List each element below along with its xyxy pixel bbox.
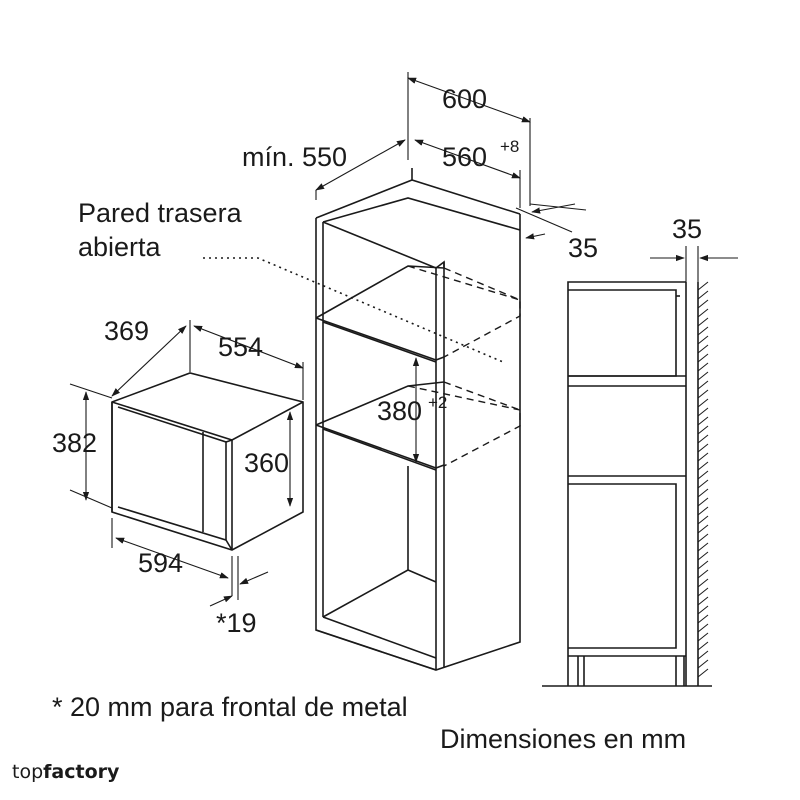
wall-hatch-line [697,524,709,534]
tall-cabinet [203,168,521,671]
dim-560: 560 +8 [414,137,521,208]
wall-hatch-line [697,551,709,561]
wall-hatch-line [697,461,709,471]
wall-hatch-line [697,443,709,453]
wall-hatch-line [697,470,709,480]
svg-text:topfactory: topfactory [12,761,120,783]
dim-560-tol: +8 [500,137,519,156]
wall-hatch-line [697,344,709,354]
back-wall-label-line1: Pared trasera [78,198,243,228]
wall-hatch-line [697,623,709,633]
dim-19-text: *19 [216,608,257,638]
wall-hatch-line [697,605,709,615]
dim-369-text: 369 [104,316,149,346]
wall-hatch-line [697,452,709,462]
dim-35-back-text: 35 [568,233,598,263]
wall-hatch-line [697,407,709,417]
wall-hatch-line [697,335,709,345]
wall-hatch-line [697,659,709,669]
wall-hatch-line [697,668,709,678]
dim-560-text: 560 [442,142,487,172]
dim-360: 360 [244,411,294,507]
dim-382: 382 [52,383,113,509]
wall-hatch-line [697,542,709,552]
brand-logo: topfactory [12,761,120,783]
dim-554: 554 [193,325,304,400]
dim-19: *19 [209,556,269,638]
dim-35-wall: 35 [650,214,738,282]
dim-380-tol: +2 [428,393,447,412]
dim-369: 369 [104,316,191,397]
wall-hatch-line [697,290,709,300]
wall-hatch-line [697,506,709,516]
wall-hatch-line [697,380,709,390]
dim-382-text: 382 [52,428,97,458]
side-section [542,281,712,687]
wall-hatch-line [697,425,709,435]
wall-hatch-line [697,569,709,579]
dim-594-text: 594 [138,548,183,578]
wall-hatch-line [697,533,709,543]
wall-hatch-line [697,326,709,336]
dim-554-text: 554 [218,332,263,362]
units-note: Dimensiones en mm [440,724,686,754]
wall-hatch-line [697,389,709,399]
brand-logo-part2: factory [43,761,120,783]
wall-hatch-line [697,641,709,651]
wall-hatch-line [697,650,709,660]
dim-380: 380 +2 [377,357,447,463]
wall-hatch-line [697,308,709,318]
wall-hatch [697,281,709,678]
wall-hatch-line [697,281,709,291]
wall-hatch-line [697,299,709,309]
wall-hatch-line [697,362,709,372]
wall-hatch-line [697,416,709,426]
dim-min-550: mín. 550 [242,139,406,200]
wall-hatch-line [697,353,709,363]
brand-logo-part1: top [12,761,43,783]
wall-hatch-line [697,434,709,444]
back-wall-label: Pared trasera abierta [78,198,243,262]
dim-360-text: 360 [244,448,289,478]
dim-35-back: 35 [515,203,598,263]
dim-600: 600 [407,72,531,206]
dim-min-550-text: mín. 550 [242,142,347,172]
dim-380-text: 380 [377,396,422,426]
footnote-metal-front: * 20 mm para frontal de metal [52,692,408,722]
dim-35-wall-text: 35 [672,214,702,244]
wall-hatch-line [697,479,709,489]
wall-hatch-line [697,560,709,570]
wall-hatch-line [697,587,709,597]
wall-hatch-line [697,515,709,525]
dim-600-text: 600 [442,84,487,114]
wall-hatch-line [697,578,709,588]
wall-hatch-line [697,398,709,408]
wall-hatch-line [697,614,709,624]
wall-hatch-line [697,632,709,642]
wall-hatch-line [697,371,709,381]
wall-hatch-line [697,596,709,606]
wall-hatch-line [697,317,709,327]
back-wall-label-line2: abierta [78,232,162,262]
wall-hatch-line [697,497,709,507]
wall-hatch-line [697,488,709,498]
dim-594: 594 [111,518,233,596]
